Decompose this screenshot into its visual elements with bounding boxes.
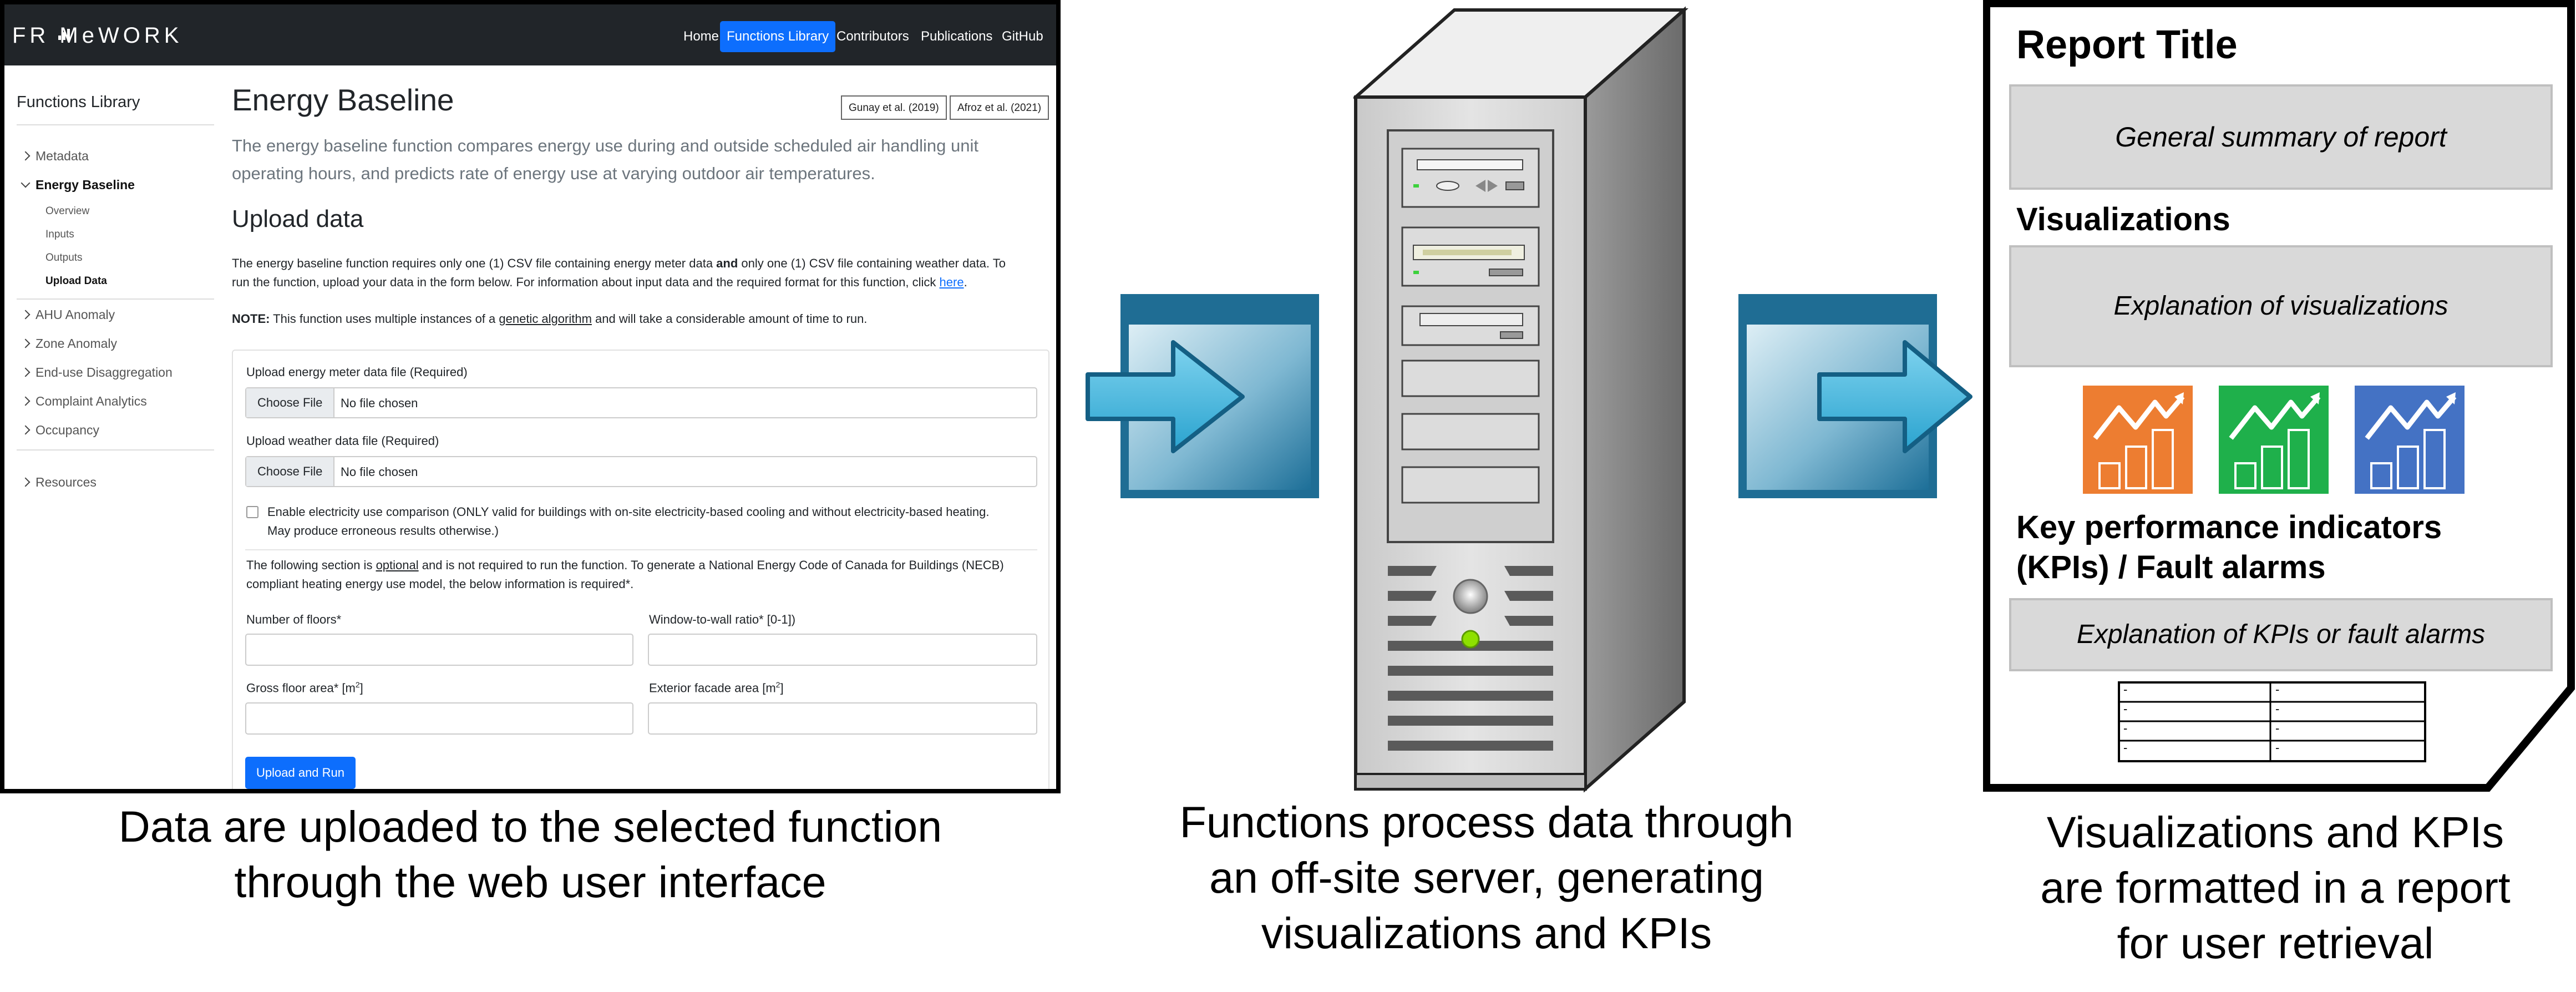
floors-label: Number of floors* [246, 613, 342, 626]
chevron-right-icon [21, 477, 31, 487]
gross-floor-area-input[interactable] [245, 702, 633, 735]
floors-input[interactable] [245, 634, 633, 666]
main-content: Energy Baseline Gunay et al. (2019) Afro… [232, 82, 1053, 789]
sidebar-item-metadata[interactable]: Metadata [21, 149, 89, 164]
chart-tile-icon [2083, 386, 2193, 494]
facade-area-input[interactable] [648, 702, 1037, 735]
chart-tile-icon [2219, 386, 2329, 494]
electricity-comparison-label: Enable electricity use comparison (ONLY … [267, 505, 990, 538]
upload-heading: Upload data [232, 205, 364, 232]
chevron-right-icon [21, 367, 31, 377]
window-to-wall-label: Window-to-wall ratio* [0-1]) [649, 613, 796, 626]
web-interface-screenshot: FR MeWORK Home Functions Library Contrib… [0, 0, 1061, 793]
table-cell: - [2123, 702, 2128, 716]
caption-report: Visualizations and KPIs are formatted in… [2040, 807, 2511, 968]
no-file-text: No file chosen [341, 396, 418, 410]
table-cell: - [2275, 702, 2280, 716]
nav-contributors[interactable]: Contributors [836, 29, 909, 44]
electricity-comparison-checkbox[interactable] [246, 506, 258, 518]
format-info-link[interactable]: here [939, 275, 964, 289]
kpi-heading: Key performance indicators (KPIs) / Faul… [2016, 509, 2442, 585]
sidebar-item-end-use-disaggregation[interactable]: End-use Disaggregation [21, 365, 173, 380]
report-title: Report Title [2016, 23, 2238, 67]
no-file-text: No file chosen [341, 465, 418, 479]
table-cell: - [2123, 682, 2128, 696]
sidebar-item-ahu-anomaly[interactable]: AHU Anomaly [21, 307, 115, 322]
transfer-arrow-icon [1738, 294, 1972, 498]
note-text: NOTE: This function uses multiple instan… [232, 312, 868, 326]
table-cell: - [2275, 721, 2280, 735]
sidebar-item-zone-anomaly[interactable]: Zone Anomaly [21, 336, 117, 351]
energy-file-label: Upload energy meter data file (Required) [246, 365, 468, 379]
kpi-table-grid [2118, 681, 2426, 762]
chevron-right-icon [21, 310, 31, 320]
caption-process: Functions process data through an off-si… [1179, 797, 1794, 958]
sidebar-item-occupancy[interactable]: Occupancy [21, 423, 99, 438]
window-to-wall-input[interactable] [648, 634, 1037, 666]
table-cell: - [2123, 741, 2128, 755]
caption-upload: Data are uploaded to the selected functi… [118, 802, 942, 907]
bar-chart-logo-icon [58, 29, 70, 40]
report-summary-box: General summary of report [2009, 84, 2553, 190]
nav-publications[interactable]: Publications [921, 29, 993, 44]
upload-form: Upload energy meter data file (Required)… [232, 350, 1049, 789]
citation-afroz[interactable]: Afroz et al. (2021) [950, 95, 1049, 120]
facade-area-label: Exterior facade area [m2] [649, 680, 784, 695]
upload-and-run-button[interactable]: Upload and Run [245, 757, 356, 789]
brand-logo[interactable]: FR MeWORK [12, 23, 183, 48]
table-cell: - [2275, 741, 2280, 755]
weather-file-input[interactable]: Choose File No file chosen [245, 456, 1037, 487]
sidebar-sub-inputs[interactable]: Inputs [45, 229, 74, 240]
gross-floor-area-label: Gross floor area* [m2] [246, 680, 363, 695]
sidebar-item-resources[interactable]: Resources [21, 475, 97, 490]
optional-section-text: The following section is optional and is… [246, 558, 1004, 591]
server-tower-icon [1353, 6, 1688, 793]
upload-instructions: The energy baseline function requires on… [232, 256, 1006, 289]
nav-home[interactable]: Home [683, 29, 719, 44]
table-cell: - [2123, 721, 2128, 735]
visualizations-box: Explanation of visualizations [2009, 245, 2553, 367]
chevron-right-icon [21, 396, 31, 406]
chevron-down-icon [21, 178, 31, 188]
nav-functions-library[interactable]: Functions Library [720, 21, 836, 52]
genetic-algorithm-link[interactable]: genetic algorithm [499, 312, 592, 326]
transfer-arrow-icon [1086, 294, 1319, 498]
kpi-explanation-box: Explanation of KPIs or fault alarms [2009, 598, 2553, 671]
optional-link[interactable]: optional [376, 558, 419, 572]
choose-file-button[interactable]: Choose File [246, 457, 335, 486]
sidebar-sub-overview[interactable]: Overview [45, 205, 90, 217]
sidebar-item-energy-baseline[interactable]: Energy Baseline [21, 178, 135, 193]
table-cell: - [2275, 682, 2280, 696]
energy-file-input[interactable]: Choose File No file chosen [245, 387, 1037, 418]
chevron-right-icon [21, 151, 31, 161]
sidebar-item-complaint-analytics[interactable]: Complaint Analytics [21, 394, 147, 409]
chevron-right-icon [21, 338, 31, 348]
sidebar-sub-outputs[interactable]: Outputs [45, 252, 83, 264]
page-title: Energy Baseline [232, 83, 454, 117]
sidebar-sub-upload-data[interactable]: Upload Data [45, 275, 107, 287]
lead-text: The energy baseline function compares en… [232, 136, 978, 183]
chart-tile-icon [2355, 386, 2465, 494]
sidebar: Functions Library Metadata Energy Baseli… [17, 93, 216, 489]
sidebar-title: Functions Library [17, 93, 140, 111]
nav-github[interactable]: GitHub [1002, 29, 1043, 44]
weather-file-label: Upload weather data file (Required) [246, 434, 439, 448]
choose-file-button[interactable]: Choose File [246, 388, 335, 417]
navbar: FR MeWORK Home Functions Library Contrib… [4, 4, 1056, 65]
chevron-right-icon [21, 425, 31, 435]
visualizations-heading: Visualizations [2016, 201, 2230, 237]
citation-gunay[interactable]: Gunay et al. (2019) [841, 95, 947, 120]
